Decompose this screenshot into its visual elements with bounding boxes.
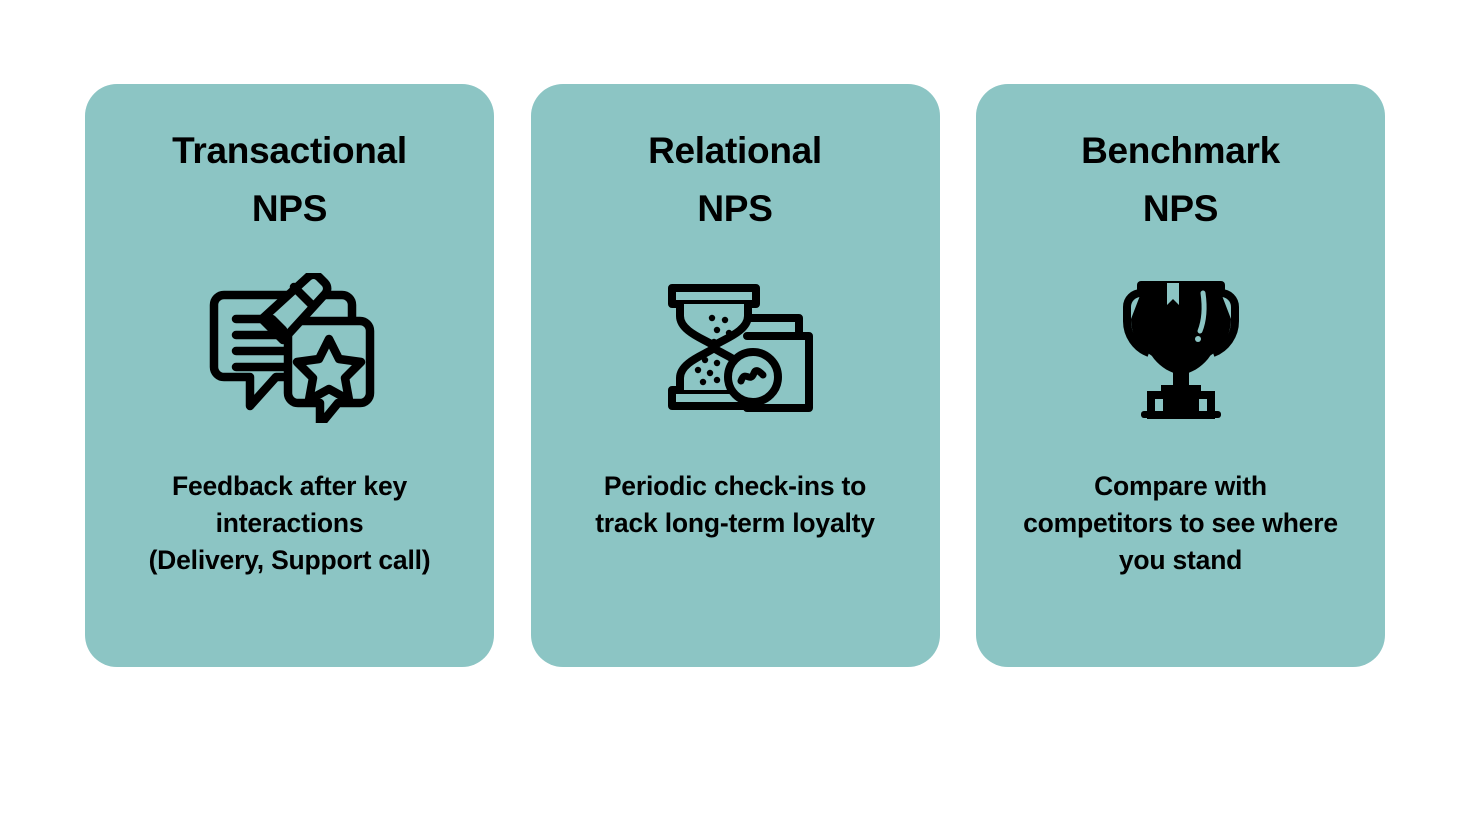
nps-card-relational[interactable]: Relational NPS <box>530 84 940 667</box>
trophy-icon <box>1111 273 1251 423</box>
nps-card-transactional[interactable]: Transactional NPS F <box>85 84 494 667</box>
card-title: Relational NPS <box>648 130 822 230</box>
card-description: Feedback after key interactions (Deliver… <box>148 470 431 575</box>
nps-card-row: Transactional NPS F <box>85 84 1385 667</box>
card-title: Transactional NPS <box>172 130 407 230</box>
feedback-review-speech-bubbles-icon <box>202 272 378 423</box>
card-description: Compare with competitors to see where yo… <box>1023 470 1338 575</box>
nps-card-benchmark[interactable]: Benchmark NPS <box>976 84 1385 667</box>
card-title: Benchmark NPS <box>1081 130 1280 230</box>
card-description: Periodic check-ins to track long-term lo… <box>595 470 875 538</box>
hourglass-documents-chart-icon <box>655 273 815 423</box>
